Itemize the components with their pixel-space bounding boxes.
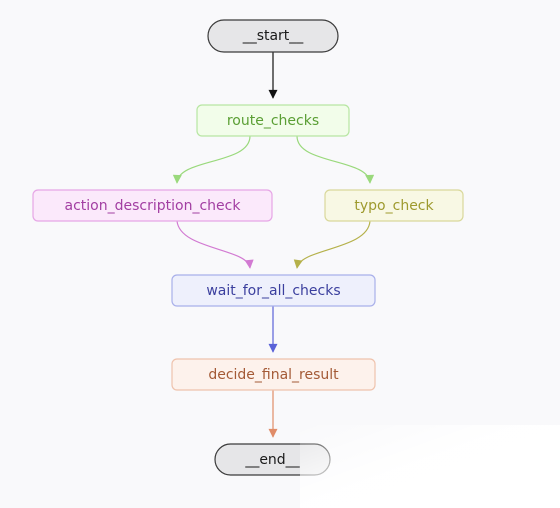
node-route-checks[interactable]: route_checks xyxy=(196,104,350,137)
node-start[interactable]: __start__ xyxy=(207,19,339,53)
node-action-description-check-label: action_description_check xyxy=(65,198,242,214)
edges-layer xyxy=(172,52,375,438)
edge-typo-check-to-wait-for-all-checks xyxy=(293,220,371,269)
node-route-checks-box xyxy=(196,104,350,137)
node-start-label: __start__ xyxy=(242,28,305,44)
node-wait-for-all-checks-label: wait_for_all_checks xyxy=(206,283,340,299)
node-decide-final-result[interactable]: decide_final_result xyxy=(171,358,376,391)
node-typo-check[interactable]: typo_check xyxy=(324,189,464,222)
node-action-description-check[interactable]: action_description_check xyxy=(32,189,273,222)
node-start-box xyxy=(207,19,339,53)
node-decide-final-result-label: decide_final_result xyxy=(208,367,339,383)
node-typo-check-label: typo_check xyxy=(354,198,434,214)
node-end[interactable]: __end__ xyxy=(214,443,331,476)
nodes-layer: __start__ route_checks action_descriptio… xyxy=(32,19,464,476)
node-end-label: __end__ xyxy=(244,452,300,468)
node-action-description-check-box xyxy=(32,189,273,222)
node-typo-check-box xyxy=(324,189,464,222)
node-route-checks-label: route_checks xyxy=(227,113,319,129)
node-decide-final-result-box xyxy=(171,358,376,391)
edge-route-checks-to-typo-check xyxy=(296,135,375,184)
edge-route-checks-to-action-description-check xyxy=(172,135,251,184)
edge-action-description-check-to-wait-for-all-checks xyxy=(176,220,254,269)
node-wait-for-all-checks-box xyxy=(171,274,376,307)
node-wait-for-all-checks[interactable]: wait_for_all_checks xyxy=(171,274,376,307)
